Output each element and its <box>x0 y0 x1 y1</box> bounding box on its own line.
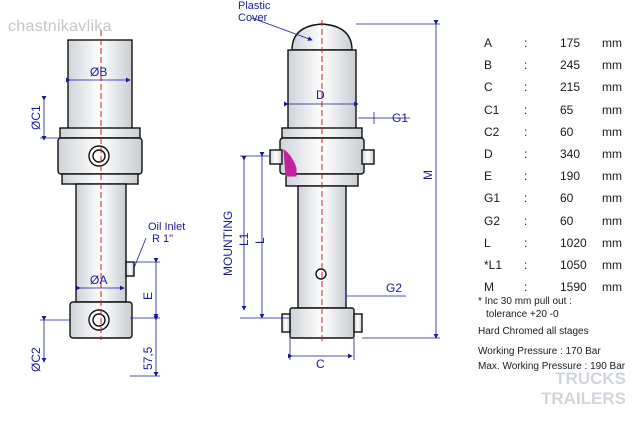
label-oil-inlet-thread: R 1" <box>152 233 173 245</box>
spec-unit: mm <box>602 213 622 228</box>
spec-unit: mm <box>602 191 622 206</box>
spec-row: B: 245 mm <box>484 54 632 76</box>
spec-row: C1: 65 mm <box>484 99 632 121</box>
spec-sep: : <box>524 235 528 250</box>
spec-unit: mm <box>602 80 622 95</box>
spec-value: 340 <box>560 147 581 162</box>
spec-sep: : <box>524 58 528 73</box>
spec-value: 60 <box>560 213 574 228</box>
spec-unit: mm <box>602 147 622 162</box>
label-dim-C2: ØC2 <box>29 347 43 372</box>
notes-block: * Inc 30 mm pull out : tolerance +20 -0 <box>478 296 572 321</box>
spec-unit: mm <box>602 58 622 73</box>
spec-key: C <box>484 80 493 95</box>
watermark-text: chastnikavlika <box>8 18 112 35</box>
note-working-pressure: Working Pressure : 170 Bar <box>478 346 601 357</box>
spec-row: G2: 60 mm <box>484 210 632 232</box>
spec-row: D: 340 mm <box>484 143 632 165</box>
label-mounting: MOUNTING <box>221 211 235 276</box>
spec-key: D <box>484 147 493 162</box>
spec-value: 1050 <box>560 257 587 272</box>
spec-unit: mm <box>602 257 622 272</box>
spec-key: G1 <box>484 191 501 206</box>
spec-unit: mm <box>602 124 622 139</box>
spec-unit: mm <box>602 102 622 117</box>
spec-sep: : <box>524 257 528 272</box>
spec-value: 60 <box>560 191 574 206</box>
spec-unit: mm <box>602 280 622 295</box>
note-tolerance: tolerance +20 -0 <box>486 308 559 320</box>
spec-sep: : <box>524 80 528 95</box>
spec-row: *L1: 1050 mm <box>484 254 632 276</box>
label-dim-D: D <box>316 88 325 102</box>
spec-sep: : <box>524 169 528 184</box>
label-dim-L1: L1 <box>237 232 251 246</box>
spec-sep: : <box>524 147 528 162</box>
label-cover: Cover <box>238 12 268 24</box>
spec-value: 245 <box>560 58 581 73</box>
spec-key: *L1 <box>484 257 503 272</box>
spec-value: 215 <box>560 80 581 95</box>
spec-value: 1020 <box>560 235 587 250</box>
spec-row: E: 190 mm <box>484 165 632 187</box>
watermark-logo-line1: TRUCKS <box>555 369 626 388</box>
spec-sep: : <box>524 280 528 295</box>
spec-sep: : <box>524 191 528 206</box>
note-pull-out: * Inc 30 mm pull out : <box>478 296 572 307</box>
watermark-logo: TRUCKS TRAILERS <box>514 369 634 417</box>
right-dimensions <box>240 17 440 360</box>
label-plastic: Plastic <box>238 0 271 12</box>
spec-key: E <box>484 169 493 184</box>
spec-value: 190 <box>560 169 581 184</box>
label-dim-G2: G2 <box>386 281 402 295</box>
label-dim-57-5: 57,5 <box>141 346 155 370</box>
label-dim-A: ØA <box>90 273 107 287</box>
label-dim-C1: ØC1 <box>29 105 43 130</box>
spec-key: C1 <box>484 102 500 117</box>
spec-value: 60 <box>560 124 574 139</box>
label-dim-M: M <box>421 170 435 180</box>
spec-key: C2 <box>484 124 500 139</box>
label-dim-L: L <box>253 237 267 244</box>
label-dim-G1: G1 <box>392 111 408 125</box>
mounting-pin-highlight <box>283 148 297 177</box>
left-cylinder <box>57 39 143 339</box>
note-max-working-pressure: Max. Working Pressure : 190 Bar <box>478 361 626 372</box>
spec-value: 65 <box>560 102 574 117</box>
spec-value: 1590 <box>560 280 587 295</box>
label-dim-B: ØB <box>90 65 107 79</box>
spec-key: B <box>484 58 493 73</box>
spec-sep: : <box>524 36 528 51</box>
spec-row: A: 175 mm <box>484 32 632 54</box>
spec-unit: mm <box>602 169 622 184</box>
label-oil-inlet: Oil Inlet <box>148 221 185 233</box>
spec-key: G2 <box>484 213 501 228</box>
spec-row: M: 1590 mm <box>484 276 632 298</box>
spec-row: C: 215 mm <box>484 76 632 98</box>
spec-row: L: 1020 mm <box>484 232 632 254</box>
spec-row: G1: 60 mm <box>484 187 632 209</box>
label-dim-E: E <box>141 292 155 300</box>
spec-key: L <box>484 235 491 250</box>
spec-sep: : <box>524 213 528 228</box>
spec-value: 175 <box>560 36 581 51</box>
note-hard-chromed: Hard Chromed all stages <box>478 326 589 337</box>
watermark-logo-line2: TRAILERS <box>541 389 626 408</box>
spec-key: A <box>484 36 493 51</box>
spec-sep: : <box>524 102 528 117</box>
spec-key: M <box>484 280 494 295</box>
spec-sep: : <box>524 124 528 139</box>
spec-unit: mm <box>602 36 622 51</box>
spec-unit: mm <box>602 235 622 250</box>
label-dim-C: C <box>316 357 325 371</box>
left-dimensions <box>40 77 160 377</box>
spec-row: C2: 60 mm <box>484 121 632 143</box>
